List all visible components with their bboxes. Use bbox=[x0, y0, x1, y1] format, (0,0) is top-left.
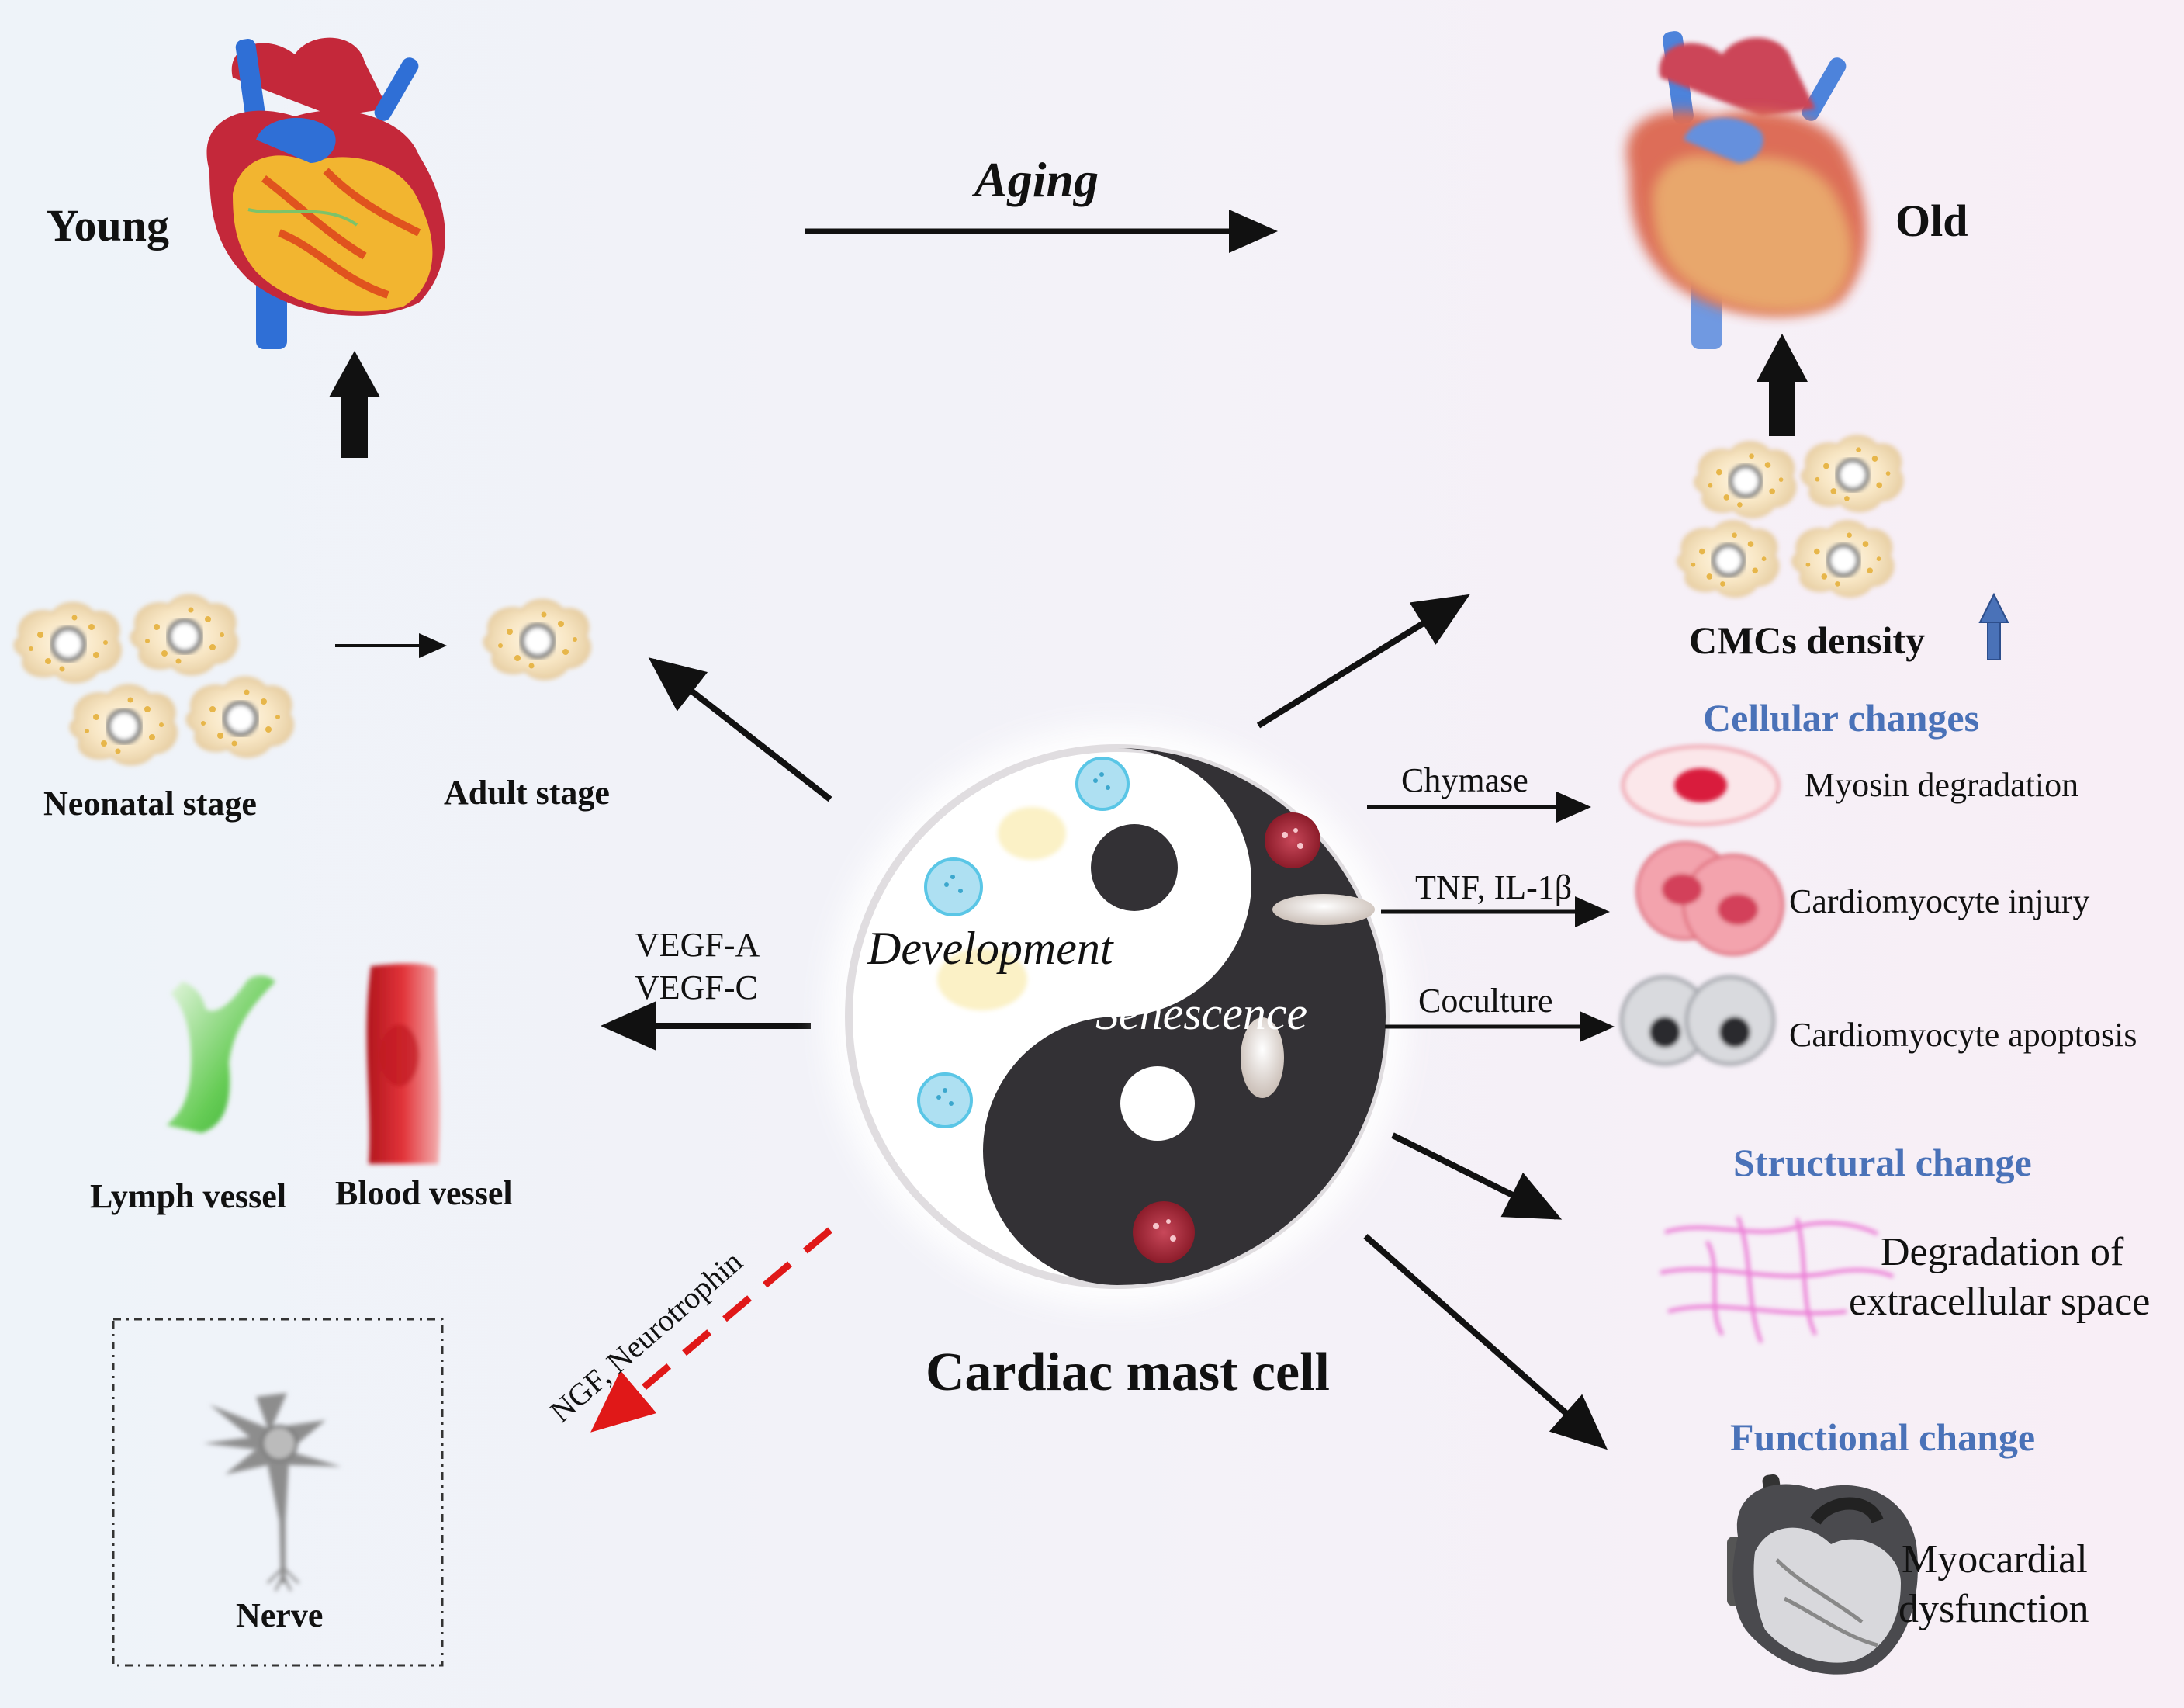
lymph-vessel-label: Lymph vessel bbox=[90, 1177, 287, 1215]
blood-vessel-icon bbox=[366, 963, 441, 1164]
cardiac-mast-cell-title: Cardiac mast cell bbox=[926, 1342, 1330, 1402]
neonatal-stage-label: Neonatal stage bbox=[43, 785, 257, 823]
nerve-label: Nerve bbox=[236, 1596, 324, 1634]
senescence-label: Senescence bbox=[1095, 988, 1308, 1039]
ecm-degradation-line2: extracellular space bbox=[1849, 1280, 2151, 1324]
myosin-degradation-label: Myosin degradation bbox=[1805, 766, 2079, 804]
adult-stage-label: Adult stage bbox=[444, 774, 610, 812]
density-up-arrow-icon bbox=[1978, 592, 2009, 660]
dysfunction-line2: dysfunction bbox=[1898, 1587, 2089, 1631]
myosin-cell-icon bbox=[1621, 744, 1781, 826]
young-up-arrow-icon bbox=[329, 351, 380, 458]
apoptotic-cardiomyocyte-icon bbox=[1619, 975, 1776, 1066]
vegf-a-label: VEGF-A bbox=[635, 926, 760, 964]
to-cmc-density-arrow bbox=[1256, 594, 1470, 729]
cmc-cluster-icon bbox=[1678, 436, 1902, 597]
old-label: Old bbox=[1895, 196, 1968, 246]
cardiomyocyte-apoptosis-label: Cardiomyocyte apoptosis bbox=[1789, 1016, 2137, 1054]
red-granule bbox=[1265, 812, 1320, 868]
adult-cell-icon bbox=[484, 600, 590, 679]
cmc-density-label: CMCs density bbox=[1689, 618, 1926, 662]
gray-heart-icon bbox=[1727, 1474, 1918, 1675]
coculture-label: Coculture bbox=[1418, 982, 1553, 1020]
tnf-il1b-label: TNF, IL-1β bbox=[1415, 868, 1573, 906]
nerve-box bbox=[112, 1318, 444, 1667]
red-granule bbox=[1133, 1201, 1195, 1263]
to-functional-arrow bbox=[1363, 1234, 1608, 1450]
development-label: Development bbox=[867, 923, 1113, 974]
ecm-degradation-line1: Degradation of bbox=[1881, 1230, 2124, 1274]
cellular-changes-heading: Cellular changes bbox=[1703, 696, 1980, 740]
structural-change-heading: Structural change bbox=[1733, 1141, 2032, 1184]
blood-vessel-label: Blood vessel bbox=[335, 1174, 513, 1212]
young-label: Young bbox=[47, 200, 169, 251]
to-structural-arrow bbox=[1391, 1132, 1563, 1220]
to-adult-stage-arrow bbox=[648, 657, 832, 802]
old-up-arrow-icon bbox=[1757, 334, 1808, 436]
functional-change-heading: Functional change bbox=[1730, 1415, 2036, 1459]
young-heart-icon bbox=[206, 37, 445, 349]
yin-yang-mast-cell bbox=[826, 726, 1408, 1308]
aging-label: Aging bbox=[974, 152, 1099, 207]
neonatal-cells-icon bbox=[15, 595, 292, 764]
vegf-c-label: VEGF-C bbox=[635, 968, 758, 1006]
ecm-fibers-icon bbox=[1660, 1216, 1895, 1343]
injured-cardiomyocyte-icon bbox=[1635, 841, 1784, 956]
yang-dot bbox=[1120, 1066, 1195, 1141]
old-heart-icon bbox=[1626, 31, 1867, 349]
lymph-vessel-icon bbox=[167, 975, 275, 1133]
myocardial-line1: Myocardial bbox=[1902, 1537, 2088, 1582]
chymase-label: Chymase bbox=[1401, 761, 1528, 799]
cardiomyocyte-injury-label: Cardiomyocyte injury bbox=[1789, 882, 2090, 920]
yin-dot bbox=[1091, 824, 1178, 911]
nerve-icon bbox=[203, 1393, 341, 1592]
